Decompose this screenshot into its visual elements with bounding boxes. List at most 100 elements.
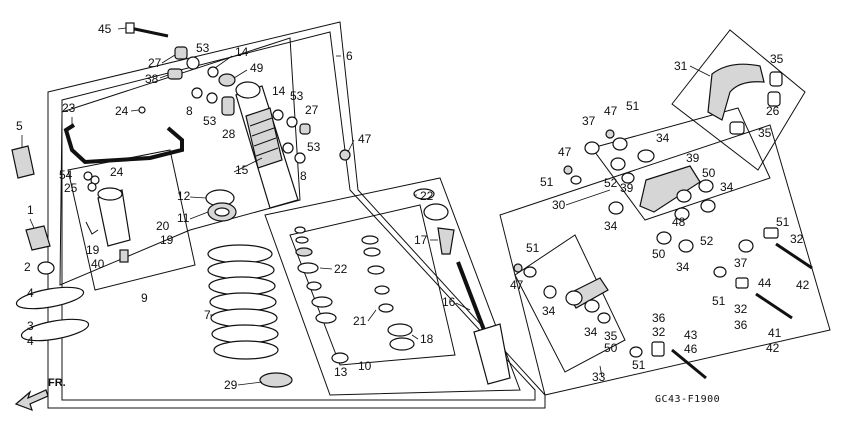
callout-53: 53 [290, 89, 304, 103]
bump-rubber-17 [423, 203, 455, 255]
seat-29 [259, 372, 293, 388]
callout-43: 43 [684, 328, 698, 342]
callout-22: 22 [420, 189, 434, 203]
callout-40: 40 [91, 257, 105, 271]
shim-stack-21 [361, 235, 394, 313]
callout-50: 50 [702, 166, 716, 180]
nut-47a [339, 149, 351, 161]
callout-26: 26 [766, 104, 780, 118]
callout-51: 51 [526, 241, 540, 255]
seal-53a [186, 56, 200, 70]
hose-23 [63, 123, 184, 165]
callout-34: 34 [720, 180, 734, 194]
bush-27b [299, 123, 311, 135]
collar-38 [167, 68, 183, 80]
callout-47: 47 [558, 145, 572, 159]
callout-53: 53 [307, 140, 321, 154]
callout-31: 31 [674, 59, 688, 73]
callout-14: 14 [272, 84, 286, 98]
damper-rod-16 [456, 261, 511, 385]
callout-19: 19 [160, 233, 174, 247]
callout-39: 39 [620, 181, 634, 195]
band-4a [15, 286, 85, 310]
callout-1: 1 [27, 203, 34, 217]
callout-labels: 45 27 53 38 14 49 6 23 24 8 53 28 14 53 … [16, 22, 810, 392]
callout-12: 12 [177, 189, 191, 203]
callout-5: 5 [16, 119, 23, 133]
callout-47: 47 [510, 278, 524, 292]
assembly-frame-shock-body [59, 37, 301, 286]
callout-16: 16 [442, 295, 456, 309]
callout-3: 3 [27, 319, 34, 333]
washer-8a [191, 87, 203, 99]
callout-32: 32 [652, 325, 666, 339]
callout-37: 37 [582, 114, 596, 128]
callout-47: 47 [604, 104, 618, 118]
callout-21: 21 [353, 314, 367, 328]
leader-lines [21, 27, 711, 386]
seal-53c [286, 116, 298, 128]
callout-24: 24 [110, 165, 124, 179]
callout-24: 24 [115, 104, 129, 118]
cushion-arm-31 [707, 63, 783, 135]
washer-51e [523, 266, 537, 278]
shock-link-30 [563, 129, 716, 253]
clip-24a [138, 106, 146, 114]
bush-27a [174, 46, 188, 60]
assembly-frame-cushion-arm [671, 29, 806, 171]
piston-18 [387, 323, 415, 351]
callout-28: 28 [222, 127, 236, 141]
callout-53: 53 [203, 114, 217, 128]
link-bolt-42a [738, 227, 813, 270]
callout-36: 36 [652, 311, 666, 325]
callout-13: 13 [334, 365, 348, 379]
callout-49: 49 [250, 61, 264, 75]
clamp-1 [25, 225, 51, 251]
assembly-frame-link-arm [499, 124, 831, 396]
callout-23: 23 [62, 101, 76, 115]
callout-51: 51 [712, 294, 726, 308]
callout-2: 2 [24, 260, 31, 274]
callout-34: 34 [542, 304, 556, 318]
callout-29: 29 [224, 378, 238, 392]
oring-54 [83, 171, 93, 181]
callout-50: 50 [604, 341, 618, 355]
callout-17: 17 [414, 233, 428, 247]
callout-54: 54 [59, 168, 73, 182]
callout-6: 6 [346, 49, 353, 63]
callout-38: 38 [145, 72, 159, 86]
callout-45: 45 [98, 22, 112, 36]
callout-39: 39 [686, 151, 700, 165]
piston-stack-22 [294, 226, 337, 324]
assembly-frame-inner [61, 31, 536, 401]
seal-53d [282, 142, 294, 154]
callout-11: 11 [177, 211, 190, 225]
callout-22: 22 [334, 262, 348, 276]
oring-14a [207, 66, 219, 78]
callout-42: 42 [766, 341, 780, 355]
callout-4: 4 [27, 286, 34, 300]
link-bolt-46 [629, 341, 707, 380]
callout-36: 36 [734, 318, 748, 332]
callout-35: 35 [604, 329, 618, 343]
reservoir-tank [97, 187, 131, 247]
callout-47: 47 [358, 132, 372, 146]
callout-15: 15 [235, 163, 249, 177]
bolt-45 [125, 22, 169, 38]
callout-51: 51 [776, 215, 790, 229]
callout-51: 51 [632, 358, 646, 372]
callout-41: 41 [768, 326, 782, 340]
callout-4: 4 [27, 334, 34, 348]
callout-51: 51 [626, 99, 640, 113]
washer-8b [294, 152, 306, 164]
assembly-frame-shock-link [591, 107, 771, 221]
assembly-frame-damper [264, 177, 521, 396]
valve-40 [119, 249, 129, 263]
bracket-5 [11, 145, 35, 179]
callout-25: 25 [64, 181, 78, 195]
callout-8: 8 [186, 104, 193, 118]
callout-51: 51 [540, 175, 554, 189]
callout-20: 20 [156, 219, 170, 233]
spring-7 [207, 244, 279, 360]
